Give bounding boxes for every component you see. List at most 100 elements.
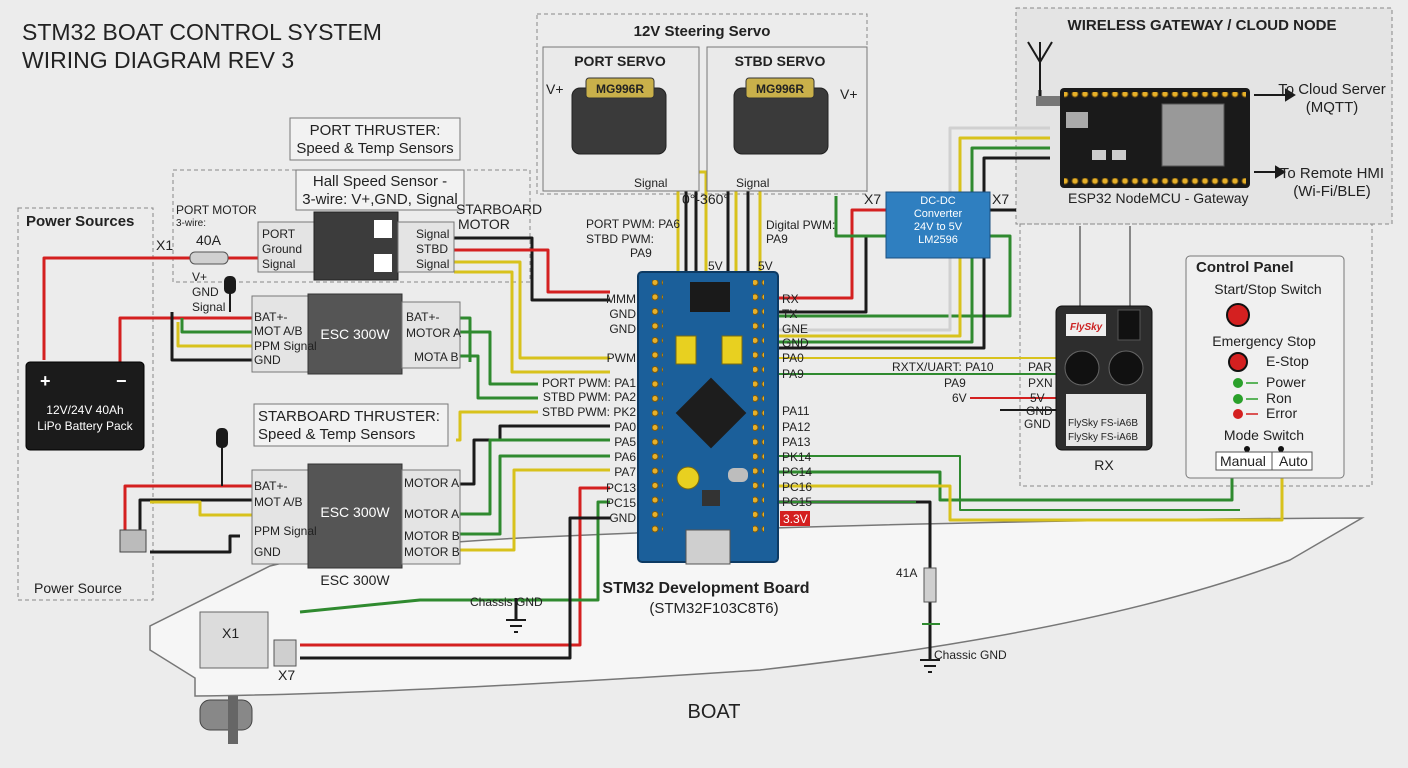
servo-group-vplus: V+ <box>840 86 858 102</box>
stm32-left-pins-2: GND <box>609 322 636 336</box>
servo-group-signal: Signal <box>634 176 667 190</box>
title-line-2: WIRING DIAGRAM REV 3 <box>22 47 294 73</box>
power-sources-title: Power Sources <box>26 213 134 230</box>
port-motor-subtitle: 3-wire: <box>176 218 206 229</box>
to-hmi-label-2: (Wi-Fi/BLE) <box>1293 183 1371 200</box>
stbd-servo: STBD SERVO MG996R V+ Signal <box>706 46 868 192</box>
esc-port: ESC 300W BAT+- MOT A/B PPM Signal GND BA… <box>251 293 461 375</box>
control-panel-auto: Auto <box>1279 453 1308 469</box>
servo-group-signal: Signal <box>736 176 769 190</box>
rx-model-1: FlySky FS-iA6B <box>1068 432 1138 443</box>
port-motor-label: PORT MOTOR <box>176 203 257 217</box>
battery-minus: − <box>116 371 127 391</box>
rx-pa9-label: PA9 <box>944 376 966 390</box>
wireless-title: WIRELESS GATEWAY / CLOUD NODE <box>1068 17 1337 34</box>
port-thruster-esc-left-2: PPM Signal <box>254 339 317 353</box>
dcdc-label-1: Converter <box>914 208 963 220</box>
stbd-thruster-esc-left-2: PPM Signal <box>254 524 317 538</box>
stm32-right-pins-6: PA11 <box>782 404 810 418</box>
led-ron <box>1233 394 1243 404</box>
estop-button[interactable] <box>1228 352 1248 372</box>
digital-pwm-label-1: Digital PWM: <box>766 218 835 232</box>
stm32-right-pins: RX TX GNE GND PA0 PA9 PA11 PA12 PA13 PK1… <box>780 292 812 526</box>
port-thruster-esc-right-1: MOTOR A <box>406 326 461 340</box>
port-thruster-callout-1: Speed & Temp Sensors <box>296 140 453 157</box>
rx-uart-label: RXTX/UART: PA10 <box>892 360 994 374</box>
sensor-pin-gnd: GND <box>192 285 219 299</box>
port-thruster-esc-left-0: BAT+- <box>254 310 287 324</box>
cloud-arrow <box>1254 88 1296 102</box>
power-source-footer: Power Source <box>34 580 122 596</box>
dcdc-label-2: 24V to 5V <box>914 221 963 233</box>
title-line-1: STM32 BOAT CONTROL SYSTEM <box>22 19 382 45</box>
port-thruster-esc-name: ESC 300W <box>320 326 390 342</box>
servo-group-model: MG996R <box>756 82 804 96</box>
hall-sensor-callout: Hall Speed Sensor - 3-wire: V+,GND, Sign… <box>295 169 465 211</box>
mode-switch[interactable] <box>1215 451 1313 471</box>
rx-pins-2: 5V <box>1030 391 1045 405</box>
control-panel-leds-1: Ron <box>1266 390 1292 406</box>
esc-stbd: ESC 300W BAT+- MOT A/B PPM Signal GND MO… <box>251 463 461 569</box>
start-stop-button[interactable] <box>1226 303 1250 327</box>
ground-symbol-left <box>506 619 526 633</box>
stm32-model: (STM32F103C8T6) <box>649 600 778 617</box>
stm32-left-pins-8: PA5 <box>614 435 636 449</box>
stm32-right-pins-3: GND <box>782 336 809 350</box>
stm32-left-pins-11: PC13 <box>606 481 636 495</box>
stbd-thruster-callout-0: STARBOARD THRUSTER: <box>258 408 440 425</box>
servo-group-model: MG996R <box>596 82 644 96</box>
rx-area-box <box>1019 223 1373 487</box>
control-panel-estop: E-Stop <box>1266 353 1309 369</box>
port-thruster-hall-right-1: STBD <box>416 242 448 256</box>
control-panel: Control Panel Start/Stop Switch Emergenc… <box>1185 255 1345 479</box>
stm32-left-pins-4: PORT PWM: PA1 <box>542 376 636 390</box>
stm32-right-pins-4: PA0 <box>782 351 804 365</box>
stm32-left-pins-13: GND <box>609 511 636 525</box>
stbd-thruster-esc-name: ESC 300W <box>320 504 390 520</box>
control-panel-leds-2: Error <box>1266 405 1297 421</box>
stm32-right-pins-8: PA13 <box>782 435 811 449</box>
chassic-gnd-label: Chassic GND <box>934 648 1007 662</box>
servo-pwm-label-3: PA9 <box>630 246 652 260</box>
esp32-module <box>1060 88 1250 188</box>
chassis-gnd-label: Chassis GND <box>470 595 543 609</box>
stm32-v5a: 5V <box>708 259 723 273</box>
stm32-right-pins-9: PK14 <box>782 450 812 464</box>
control-panel-title: Control Panel <box>1196 259 1294 276</box>
control-panel-mode-title: Mode Switch <box>1224 427 1304 443</box>
port-thruster-esc-left-1: MOT A/B <box>254 324 302 338</box>
stm32-board: 5V 5V <box>637 259 779 565</box>
stm32-v5b: 5V <box>758 259 773 273</box>
stm32-right-pins-10: PC14 <box>782 465 812 479</box>
dcdc-label-3: LM2596 <box>918 234 958 246</box>
stm32-left-pins-9: PA6 <box>614 450 636 464</box>
junction-block <box>119 529 147 553</box>
stbd-motor-label-1: STARBOARD <box>456 201 542 217</box>
fuse-40a-label: 40A <box>196 232 222 248</box>
port-thruster-hall-left-2: Signal <box>262 257 295 271</box>
stm32-right-pins-2: GNE <box>782 322 808 336</box>
hall-sensor-port: PORT Ground Signal Signal STBD Signal <box>257 211 455 281</box>
sensor-pin-vplus: V+ <box>192 270 207 284</box>
stm32-left-pins-10: PA7 <box>614 465 636 479</box>
rx-caption: RX <box>1094 457 1114 473</box>
battery-label-1: 12V/24V 40Ah <box>46 403 123 417</box>
dcdc-x7-left: X7 <box>864 191 881 207</box>
boat-label: BOAT <box>688 701 741 723</box>
stm32-left-pins-6: STBD PWM: PK2 <box>542 405 636 419</box>
ground-symbol-right <box>920 659 940 673</box>
power-sources-box <box>17 207 154 601</box>
servo-range-label: 0°-360° <box>682 191 729 207</box>
stm32-right-pins-13: 3.3V <box>783 512 808 526</box>
servo-group-port-title: PORT SERVO <box>574 53 666 69</box>
stm32-left-pins-3: PWM <box>607 351 636 365</box>
stm32-left-pins-5: STBD PWM: PA2 <box>543 390 636 404</box>
rx-model-0: FlySky FS-iA6B <box>1068 418 1138 429</box>
stbd-thruster-esc-left-3: GND <box>254 545 281 559</box>
stbd-thruster-esc-left-1: MOT A/B <box>254 495 302 509</box>
control-panel-manual: Manual <box>1220 453 1266 469</box>
stbd-thruster-esc-right-1: MOTOR A <box>404 507 459 521</box>
stm32-right-pins-7: PA12 <box>782 420 811 434</box>
control-panel-estop-title: Emergency Stop <box>1212 333 1316 349</box>
